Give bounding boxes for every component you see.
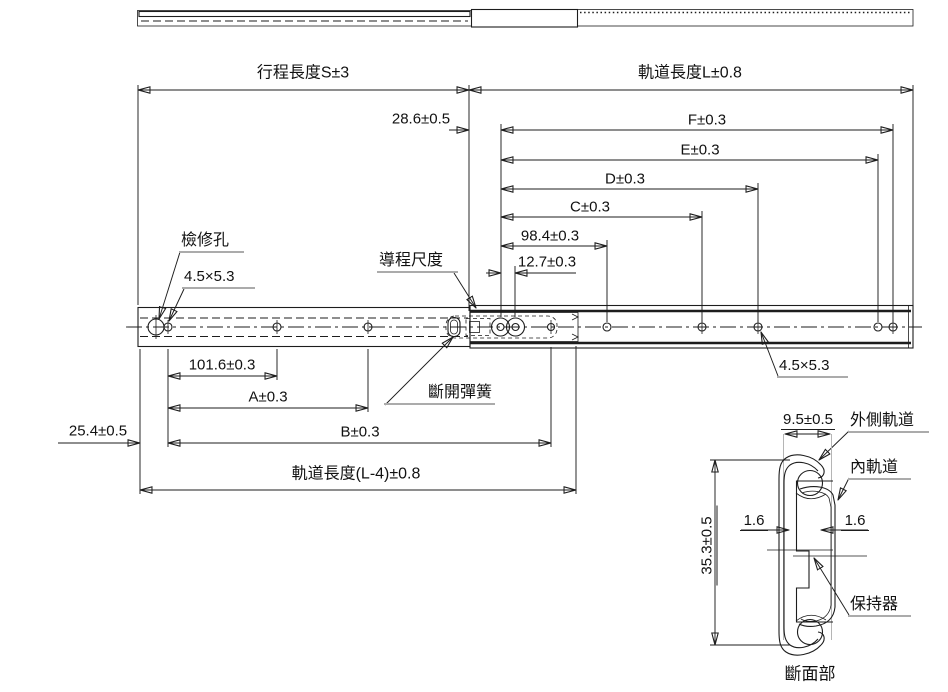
- slot-size-left-label: 4.5×5.3: [182, 268, 255, 289]
- section-caption: 斷面部: [784, 664, 836, 684]
- dim-101: 101.6±0.3: [188, 356, 256, 374]
- dim-b: B±0.3: [340, 423, 380, 441]
- dimension-lines: [58, 85, 913, 494]
- stroke-length-dim: 行程長度S±3: [256, 64, 350, 82]
- lead-dimension-label: 導程尺度: [377, 252, 458, 273]
- inner-rail-length-dim: 軌道長度(L-4)±0.8: [291, 465, 421, 483]
- wall-right-dim: 1.6: [841, 512, 869, 531]
- release-spring-label: 斷開彈簧: [384, 384, 495, 405]
- retainer-label: 保持器: [848, 596, 911, 617]
- slot-size-right-label: 4.5×5.3: [777, 357, 848, 378]
- section-height-dim: 35.3±0.5: [698, 505, 718, 586]
- rail-length-dim: 軌道長度L±0.8: [638, 64, 742, 82]
- dim-f: F±0.3: [687, 111, 727, 129]
- dim-e: E±0.3: [680, 141, 720, 159]
- dim-28: 28.6±0.5: [391, 110, 451, 128]
- outer-rail-label: 外側軌道: [848, 412, 929, 433]
- dim-c: C±0.3: [570, 198, 610, 216]
- section-view: [710, 434, 868, 656]
- plan-view: [126, 304, 922, 349]
- dim-d: D±0.3: [605, 170, 645, 188]
- leader-lines: [159, 251, 850, 616]
- inspection-hole-label: 檢修孔: [179, 232, 244, 253]
- dim-12: 12.7±0.3: [517, 253, 577, 271]
- dim-98: 98.4±0.3: [520, 227, 580, 245]
- inner-rail-label: 內軌道: [848, 459, 911, 480]
- wall-left-dim: 1.6: [740, 512, 768, 531]
- dim-25: 25.4±0.5: [68, 422, 128, 440]
- dim-a: A±0.3: [248, 388, 288, 406]
- section-width-dim: 9.5±0.5: [781, 411, 835, 430]
- collapsed-side-view: [137, 8, 914, 28]
